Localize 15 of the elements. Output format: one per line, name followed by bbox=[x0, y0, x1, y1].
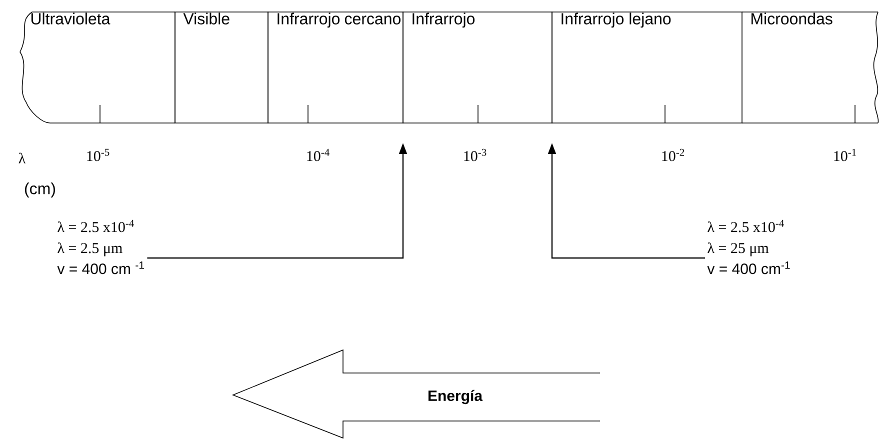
value-note: λ = 2.5 x10$^{-4}$ λ = 2.5 μm v = 400 cm $^{-1}$ bbox=[57, 220, 144, 274]
band-segment: Visible bbox=[174, 12, 268, 124]
band-segment: Microondas bbox=[742, 12, 879, 124]
axis-label: 10$^{-2}$ bbox=[662, 148, 684, 162]
axis-label: 10$^{-5}$ bbox=[87, 148, 110, 162]
axis-label: λ bbox=[18, 152, 26, 164]
axis-label: 10$^{-4}$ bbox=[307, 148, 330, 162]
band-segment: Ultravioleta bbox=[20, 12, 176, 124]
value-note: λ = 2.5 x10$^{-4}$ λ = 25 μm v = 400 cm$^{-1}$ bbox=[707, 220, 790, 274]
band-segment: Infrarrojo lejano bbox=[552, 12, 742, 124]
band-segment: Infrarrojo cercano bbox=[268, 12, 404, 124]
axis-label: 10$^{-3}$ bbox=[464, 148, 486, 162]
band-segment: Infrarrojo bbox=[402, 12, 552, 124]
axis-label: 10$^{-1}$ bbox=[834, 148, 856, 162]
axis-label: (cm) bbox=[25, 182, 55, 198]
